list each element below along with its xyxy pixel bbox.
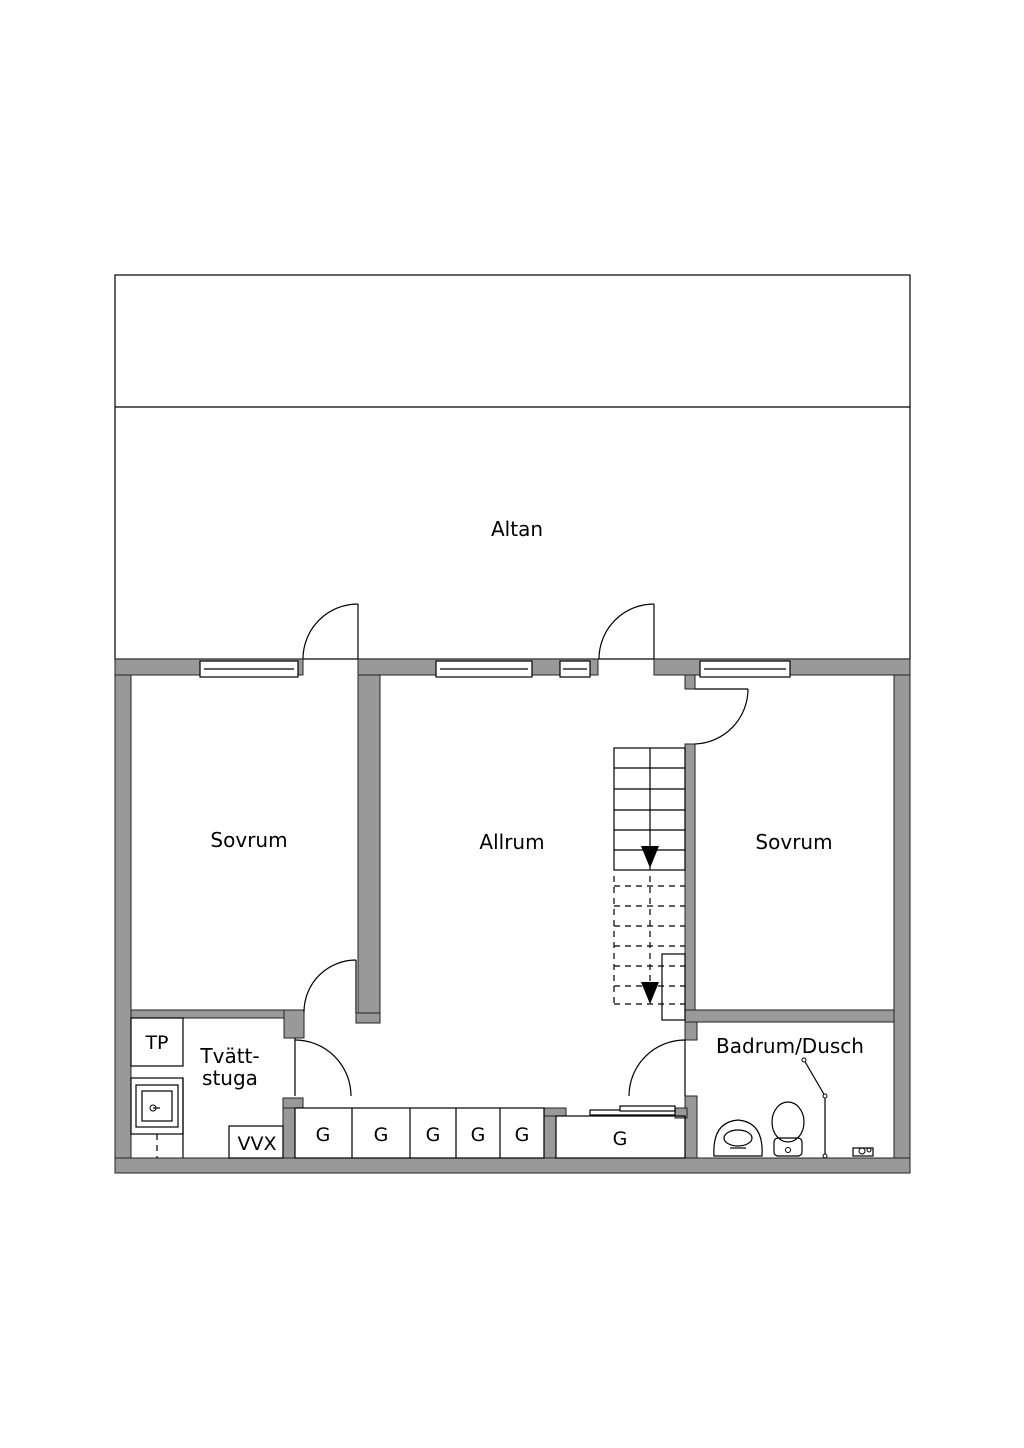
interior-walls [130, 674, 895, 1159]
label-sovrum-left: Sovrum [210, 828, 287, 852]
closet-label: G [426, 1124, 441, 1146]
label-vvx: VVX [237, 1133, 276, 1155]
label-sovrum-right: Sovrum [755, 830, 832, 854]
closet-label-extra: G [613, 1128, 628, 1150]
label-badrum: Badrum/Dusch [716, 1034, 864, 1058]
label-altan: Altan [491, 517, 543, 541]
label-tvattstuga-2: stuga [202, 1066, 258, 1090]
closet-label: G [515, 1124, 530, 1146]
closet-label: G [316, 1124, 331, 1146]
labels: Altan Sovrum Allrum Sovrum Tvätt- stuga … [144, 517, 864, 1155]
closet-label: G [374, 1124, 389, 1146]
tp-box [130, 1017, 184, 1067]
label-tvattstuga-1: Tvätt- [199, 1044, 259, 1068]
altan-area [114, 274, 911, 660]
outer-walls [114, 658, 911, 1174]
label-allrum: Allrum [479, 830, 544, 854]
shower-icon [801, 1057, 828, 1159]
staircase [613, 747, 686, 1021]
toilet-icon [771, 1101, 805, 1157]
sink-cabinet [130, 1077, 184, 1135]
washbasin-icon [713, 1119, 763, 1157]
vvx-box [228, 1125, 284, 1159]
closet-row [294, 1107, 686, 1159]
stair-arrow-upper [641, 846, 659, 868]
doors [294, 603, 749, 1116]
laundry-fixtures [130, 1017, 284, 1159]
label-tp: TP [144, 1032, 168, 1054]
stair-arrow-lower [641, 982, 659, 1004]
floor-drain-icon [852, 1147, 874, 1157]
windows [199, 660, 791, 678]
bathroom-fixtures [713, 1057, 874, 1159]
closet-label: G [471, 1124, 486, 1146]
